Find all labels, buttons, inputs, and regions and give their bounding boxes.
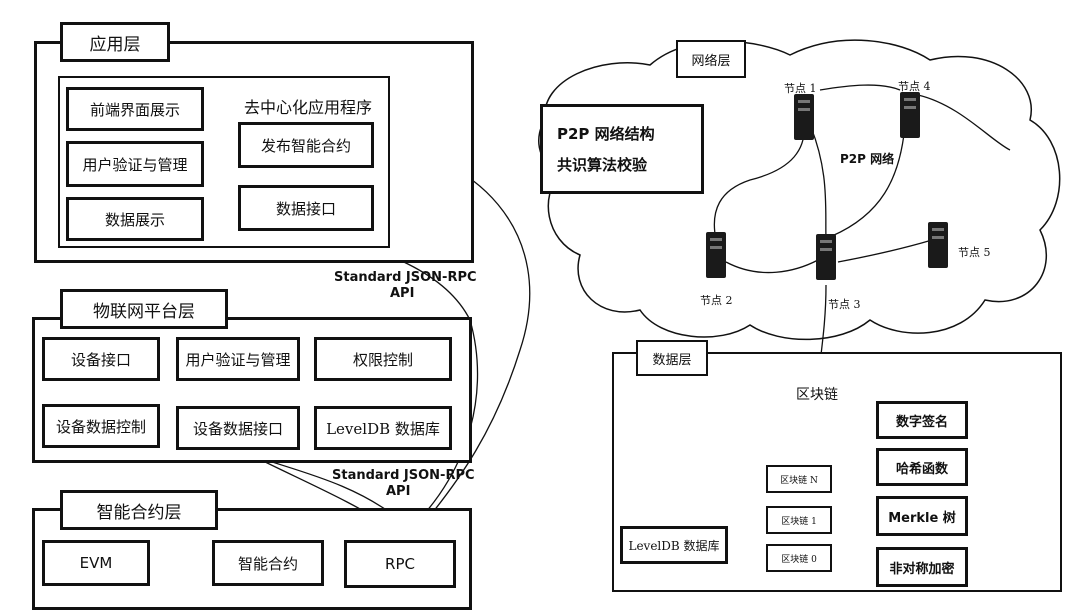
node-label-3: 节点 3 (828, 298, 861, 311)
block-1: 区块链 1 (766, 506, 832, 534)
link-node1-node3 (807, 119, 827, 241)
blockchain-title: 区块链 (796, 387, 838, 403)
rpc-box: RPC (344, 540, 456, 588)
link-node1-node4 (819, 84, 901, 91)
network-cloud (538, 39, 1061, 341)
p2p-network-label: P2P 网络 (840, 152, 895, 166)
link-node2-node3 (725, 259, 819, 274)
p2p-info-line2: 共识算法校验 (557, 156, 648, 174)
api-label-bottom-line1: Standard JSON-RPC (332, 468, 475, 483)
app-layer-title: 应用层 (60, 22, 170, 62)
data-display-box: 数据展示 (66, 197, 204, 241)
link-node4-node3 (831, 124, 906, 237)
device-interface-box: 设备接口 (42, 337, 160, 381)
device-data-control-box: 设备数据控制 (42, 404, 160, 448)
evm-box: EVM (42, 540, 150, 586)
server-icon-node1 (794, 94, 814, 140)
user-auth-box: 用户验证与管理 (66, 141, 204, 187)
p2p-info-line1: P2P 网络结构 (557, 125, 655, 143)
contract-layer-title: 智能合约层 (60, 490, 218, 530)
iot-layer-title: 物联网平台层 (60, 289, 228, 329)
iot-leveldb-box: LevelDB 数据库 (314, 406, 452, 450)
node-label-5: 节点 5 (958, 246, 991, 259)
smart-contract-box: 智能合约 (212, 540, 324, 586)
data-interface-box: 数据接口 (238, 185, 374, 231)
server-icon-node5 (928, 222, 948, 268)
node-label-4: 节点 4 (898, 80, 931, 93)
merkle-tree-box: Merkle 树 (876, 496, 968, 536)
digital-signature-box: 数字签名 (876, 401, 968, 439)
data-leveldb-box: LevelDB 数据库 (620, 526, 728, 564)
link-node1-node2 (713, 114, 805, 241)
server-icon-node4 (900, 92, 920, 138)
link-node3-node5 (837, 239, 933, 263)
data-layer-title: 数据层 (636, 340, 708, 376)
publish-contract-box: 发布智能合约 (238, 122, 374, 168)
frontend-display-box: 前端界面展示 (66, 87, 204, 131)
asymmetric-encryption-box: 非对称加密 (876, 547, 968, 587)
link-node4-edge (917, 94, 1011, 151)
server-icon-node2 (706, 232, 726, 278)
p2p-info-box: P2P 网络结构 共识算法校验 (540, 104, 704, 194)
block-n: 区块链 N (766, 465, 832, 493)
dapp-title: 去中心化应用程序 (244, 98, 373, 117)
api-label-bottom-line2: API (386, 484, 411, 499)
device-data-interface-box: 设备数据接口 (176, 406, 300, 450)
hash-function-box: 哈希函数 (876, 448, 968, 486)
iot-user-auth-box: 用户验证与管理 (176, 337, 300, 381)
block-0: 区块链 0 (766, 544, 832, 572)
node-label-1: 节点 1 (784, 82, 817, 95)
node-label-2: 节点 2 (700, 294, 733, 307)
server-icon-node3 (816, 234, 836, 280)
permission-control-box: 权限控制 (314, 337, 452, 381)
network-layer-title: 网络层 (676, 40, 746, 78)
api-label-top-line1: Standard JSON-RPC (334, 270, 477, 285)
api-label-top-line2: API (390, 286, 415, 301)
